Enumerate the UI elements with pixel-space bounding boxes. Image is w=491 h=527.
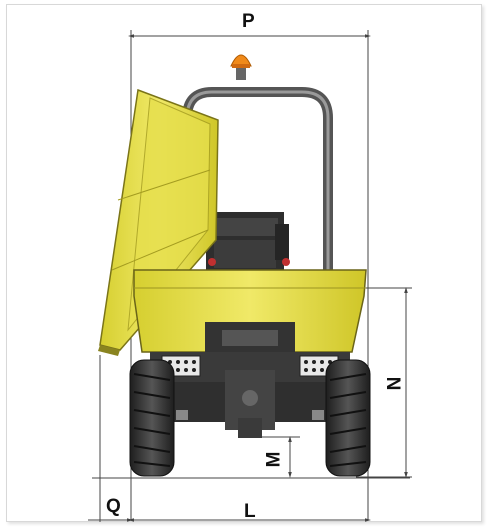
tyre-left bbox=[129, 359, 175, 477]
tyre-right bbox=[325, 359, 371, 477]
dimension-label-p: P bbox=[242, 11, 255, 32]
chassis bbox=[150, 352, 350, 438]
dimension-label-l: L bbox=[244, 501, 256, 522]
dimension-label-m: M bbox=[263, 451, 285, 468]
dimension-label-n: N bbox=[384, 376, 406, 391]
engine bbox=[206, 212, 290, 272]
dimension-label-q: Q bbox=[106, 496, 121, 517]
beacon bbox=[230, 54, 252, 80]
front-hood bbox=[133, 269, 367, 353]
